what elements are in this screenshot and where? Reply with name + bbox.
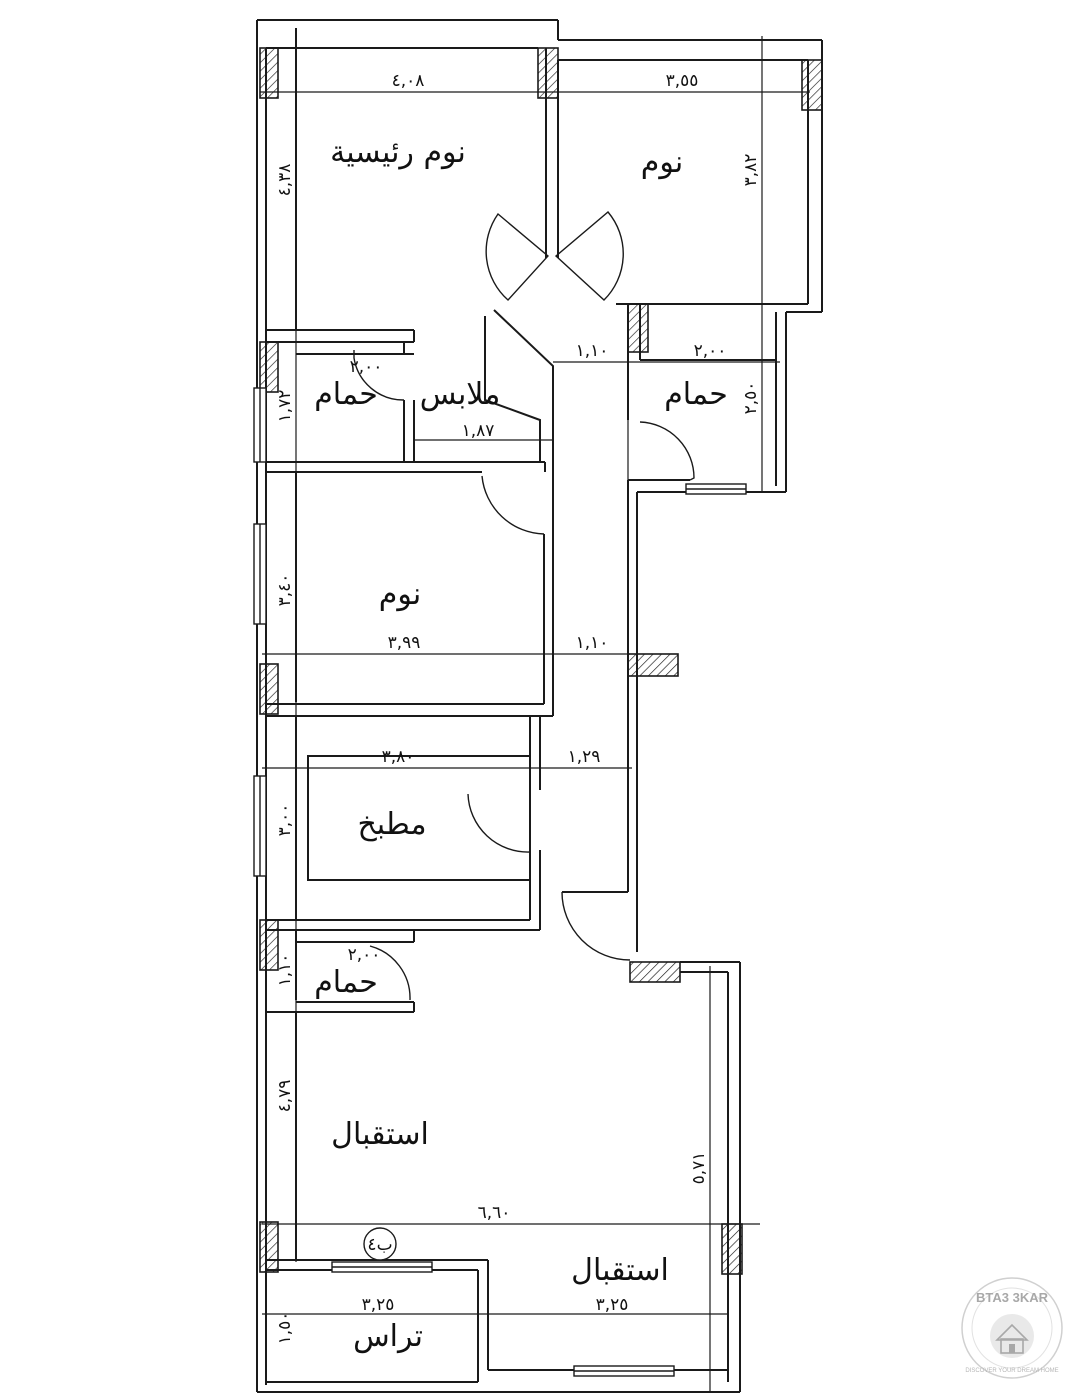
window-tag: ب٤	[363, 1227, 397, 1261]
dim-380: ٣,٨٠	[382, 747, 415, 767]
label-master-bedroom: نوم رئيسية	[330, 135, 466, 170]
dim-300: ٣,٠٠	[275, 804, 295, 837]
dim-325-left: ٣,٢٥	[362, 1295, 395, 1315]
dim-660: ٦,٦٠	[478, 1203, 511, 1223]
dim-340: ٣,٤٠	[275, 574, 295, 607]
doors	[353, 211, 695, 1001]
label-reception-2: استقبال	[571, 1253, 669, 1288]
watermark-logo: BTA3 3KAR DISCOVER YOUR DREAM HOME	[961, 1277, 1063, 1379]
dimension-values: ٤,٠٨ ٣,٥٥ ٤,٣٨ ٣,٨٢ ١,١٠ ٢,٠٠ ٢,٠٠ ٢,٥٠ …	[275, 71, 761, 1344]
label-reception-1: استقبال	[331, 1117, 429, 1152]
dim-479: ٤,٧٩	[275, 1080, 295, 1113]
dim-200-bath3: ٢,٠٠	[348, 945, 381, 965]
dim-250: ٢,٥٠	[741, 382, 761, 415]
dim-382: ٣,٨٢	[741, 154, 761, 187]
dim-438: ٤,٣٨	[275, 164, 295, 197]
house-icon	[995, 1323, 1029, 1354]
columns	[259, 47, 823, 1275]
dim-200-bath2: ٢,٠٠	[694, 341, 727, 361]
label-bath-3: حمام	[314, 965, 378, 1000]
label-bedroom-2: نوم	[379, 577, 421, 612]
watermark-slogan: DISCOVER YOUR DREAM HOME	[965, 1368, 1058, 1374]
dim-571: ٥,٧١	[689, 1152, 709, 1185]
watermark-brand: BTA3 3KAR	[976, 1290, 1049, 1305]
label-bath-2: حمام	[664, 377, 728, 412]
dim-187: ١,٨٧	[462, 421, 495, 441]
dim-325-right: ٣,٢٥	[596, 1295, 629, 1315]
room-labels: نوم رئيسية نوم حمام ملابس حمام نوم مطبخ …	[314, 135, 728, 1354]
dimension-lines	[260, 28, 810, 1392]
dim-200-bath-master: ٢,٠٠	[350, 357, 383, 377]
dim-110-bath3: ١,١٠	[275, 954, 295, 987]
label-terrace: تراس	[353, 1319, 423, 1354]
dim-399: ٣,٩٩	[388, 633, 421, 653]
label-kitchen: مطبخ	[357, 807, 426, 842]
dim-110-top: ١,١٠	[576, 341, 609, 361]
dim-110-mid: ١,١٠	[576, 633, 609, 653]
walls	[256, 19, 823, 1393]
dim-129: ١,٢٩	[568, 747, 601, 767]
dim-355: ٣,٥٥	[666, 71, 699, 91]
dim-408: ٤,٠٨	[392, 71, 425, 91]
dim-150: ١,٥٠	[275, 1312, 295, 1345]
dim-172: ١,٧٢	[275, 390, 295, 423]
window-tag-label: ب٤	[367, 1235, 392, 1255]
label-dressing: ملابس	[420, 377, 501, 412]
windows	[253, 387, 747, 1377]
label-bedroom-1: نوم	[641, 145, 683, 180]
label-bath-master: حمام	[314, 377, 378, 412]
